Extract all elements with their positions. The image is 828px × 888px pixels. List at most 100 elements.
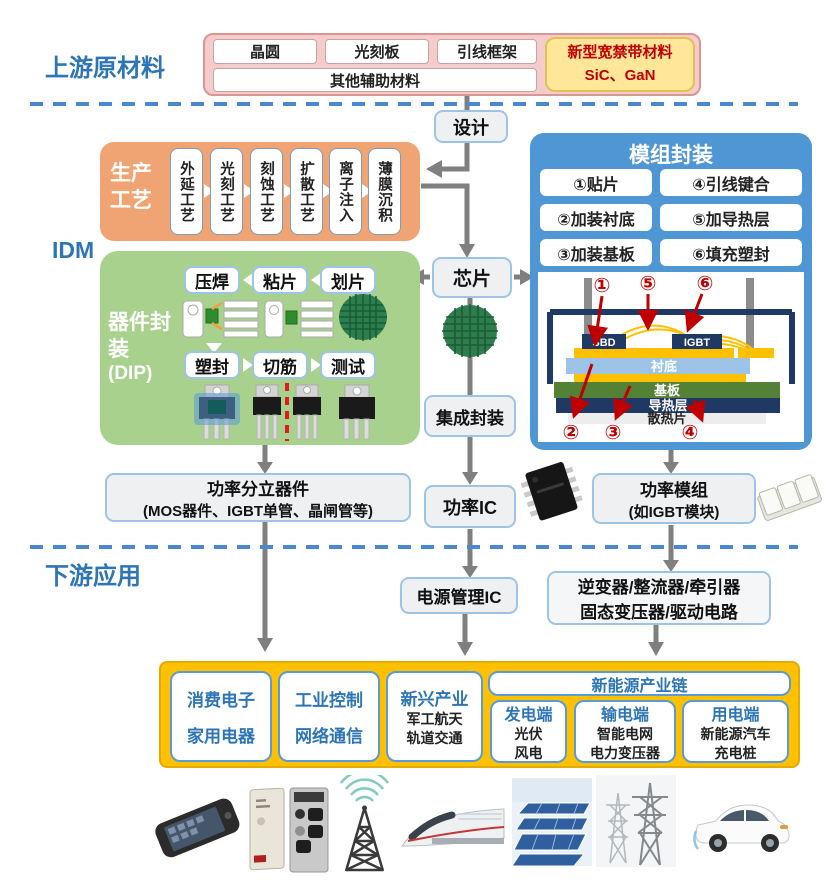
process-step-litho: 光刻工艺 — [210, 148, 243, 235]
app-transmission-item1: 智能电网 — [597, 725, 653, 742]
ups-power-supply-photo — [249, 787, 329, 873]
upstream-section-label: 上游原材料 — [45, 55, 165, 82]
dip-step-trim: 切筋 — [252, 351, 308, 379]
app-transmission-box: 输电端 智能电网 电力变压器 — [574, 700, 676, 763]
power-management-ic-box: 电源管理IC — [400, 577, 518, 614]
device-packaging-panel: 器件封装 (DIP) 压焊 粘片 划片 — [100, 251, 420, 445]
process-step-diffusion: 扩散工艺 — [290, 148, 323, 235]
dip-step-dicing: 划片 — [320, 266, 376, 294]
module-step-1: ①贴片 — [540, 169, 652, 196]
dip-step-test: 测试 — [320, 351, 376, 379]
power-module-line1: 功率模组 — [640, 480, 708, 500]
module-packaging-title: 模组封装 — [629, 144, 713, 167]
flow-arrow-down-icon — [206, 343, 222, 353]
downstream-section-label: 下游应用 — [45, 563, 141, 590]
leadframe-wirebond-image — [182, 300, 259, 338]
app-emerging-item2: 轨道交通 — [406, 730, 463, 746]
callout-1: ① — [594, 275, 611, 297]
flow-arrow-icon — [323, 184, 333, 198]
wideband-materials-box: 新型宽禁带材料 SiC、GaN — [545, 37, 695, 92]
leadframe-die-image — [264, 300, 334, 338]
flow-arrow-icon — [311, 358, 321, 372]
applications-panel: 消费电子 家用电器 工业控制 网络通信 新兴产业 军工航天 轨道交通 新能源产业… — [159, 661, 800, 768]
idm-label: IDM — [52, 237, 95, 263]
module-step-3: ③加装基板 — [540, 239, 652, 266]
power-ic-box: 功率IC — [424, 485, 516, 528]
high-speed-train-photo — [401, 808, 505, 847]
tested-package-image — [339, 384, 375, 440]
thermal-layer-label: 导热层 — [648, 398, 687, 413]
app-industrial-line2: 网络通信 — [295, 726, 363, 746]
app-emerging-title: 新兴产业 — [400, 690, 469, 710]
inverter-line1: 逆变器/整流器/牵引器 — [577, 578, 741, 597]
app-emerging-item1: 军工航天 — [406, 711, 463, 728]
material-photomask: 光刻板 — [325, 39, 429, 64]
callout-3: ③ — [605, 422, 622, 442]
downstream-separator — [30, 545, 798, 549]
solar-panels-photo — [512, 778, 592, 866]
electric-car-photo — [693, 804, 790, 852]
dip-step-molding: 塑封 — [184, 351, 240, 379]
app-industrial-box: 工业控制 网络通信 — [278, 671, 380, 762]
substrate-layer-label: 衬底 — [651, 359, 677, 374]
wideband-line1: 新型宽禁带材料 — [567, 44, 673, 61]
app-generation-title: 发电端 — [504, 706, 553, 724]
production-process-panel: 生产工艺 外延工艺 光刻工艺 刻蚀工艺 扩散工艺 离子注入 薄膜沉积 — [100, 142, 420, 241]
callout-5: ⑤ — [640, 273, 657, 295]
app-industrial-line1: 工业控制 — [295, 691, 363, 711]
baseplate-layer-label: 基板 — [653, 383, 681, 398]
power-module-box: 功率模组 (如IGBT模块) — [592, 473, 756, 524]
device-packaging-label2: (DIP) — [108, 363, 153, 384]
app-emerging-box: 新兴产业 军工航天 轨道交通 — [386, 671, 483, 762]
material-other-auxiliary: 其他辅助材料 — [213, 68, 537, 92]
flow-arrow-icon — [362, 184, 372, 198]
wideband-line2: SiC、GaN — [584, 66, 656, 84]
discrete-devices-line1: 功率分立器件 — [207, 479, 309, 499]
dip-step-wire-bond: 压焊 — [184, 266, 240, 294]
telecom-tower-photo — [339, 775, 390, 872]
module-cross-section-diagram: SBD IGBT 衬底 基板 导热层 散热片 ① ⑤ — [538, 272, 804, 442]
module-packaging-panel: 模组封装 ①贴片 ④引线键合 ②加装衬底 ⑤加导热层 ③加装基板 ⑥填充塑封 — [530, 133, 812, 450]
molded-package-image — [194, 384, 240, 440]
integrated-packaging-box: 集成封装 — [424, 395, 516, 437]
app-generation-box: 发电端 光伏 风电 — [490, 700, 567, 763]
wafer-photo — [442, 304, 498, 358]
material-wafer: 晶圆 — [213, 39, 317, 64]
app-consumption-title: 用电端 — [711, 706, 760, 724]
flow-arrow-left-icon — [243, 273, 253, 287]
app-generation-item1: 光伏 — [514, 725, 543, 742]
igbt-label: IGBT — [684, 337, 711, 349]
flow-arrow-left-icon — [311, 273, 321, 287]
app-consumer-line2: 家用电器 — [187, 726, 255, 746]
app-generation-item2: 风电 — [514, 744, 543, 761]
smartphone-photo — [155, 798, 240, 858]
dip-step-die-attach: 粘片 — [252, 266, 308, 294]
power-grid-towers-photo — [596, 775, 676, 867]
flow-arrow-icon — [243, 358, 253, 372]
module-step-5: ⑤加导热层 — [660, 204, 802, 231]
process-step-etch: 刻蚀工艺 — [250, 148, 283, 235]
upstream-separator — [30, 102, 798, 106]
device-packaging-label: 器件封装 — [108, 311, 171, 362]
process-step-epitaxy: 外延工艺 — [170, 148, 203, 235]
module-step-2: ②加装衬底 — [540, 204, 652, 231]
app-transmission-item2: 电力变压器 — [590, 744, 660, 761]
app-newenergy-title: 新能源产业链 — [591, 677, 688, 695]
inverter-box: 逆变器/整流器/牵引器 固态变压器/驱动电路 — [547, 571, 771, 625]
chip-box: 芯片 — [432, 257, 512, 298]
production-process-label: 生产工艺 — [110, 162, 152, 213]
app-consumption-box: 用电端 新能源汽车 充电桩 — [682, 700, 789, 763]
trimmed-packages-image — [253, 383, 321, 441]
callout-6: ⑥ — [697, 273, 714, 295]
flow-arrow-icon — [284, 184, 294, 198]
flow-arrow-icon — [244, 184, 254, 198]
module-step-6: ⑥填充塑封 — [660, 239, 802, 266]
discrete-devices-line2: (MOS器件、IGBT单管、晶闸管等) — [143, 502, 373, 520]
app-consumption-item2: 充电桩 — [714, 744, 757, 761]
design-box: 设计 — [434, 110, 508, 143]
app-consumer-line1: 消费电子 — [187, 691, 255, 711]
diced-wafer-image — [339, 293, 387, 341]
app-transmission-title: 输电端 — [600, 706, 649, 724]
process-step-thin-film: 薄膜沉积 — [368, 148, 401, 235]
